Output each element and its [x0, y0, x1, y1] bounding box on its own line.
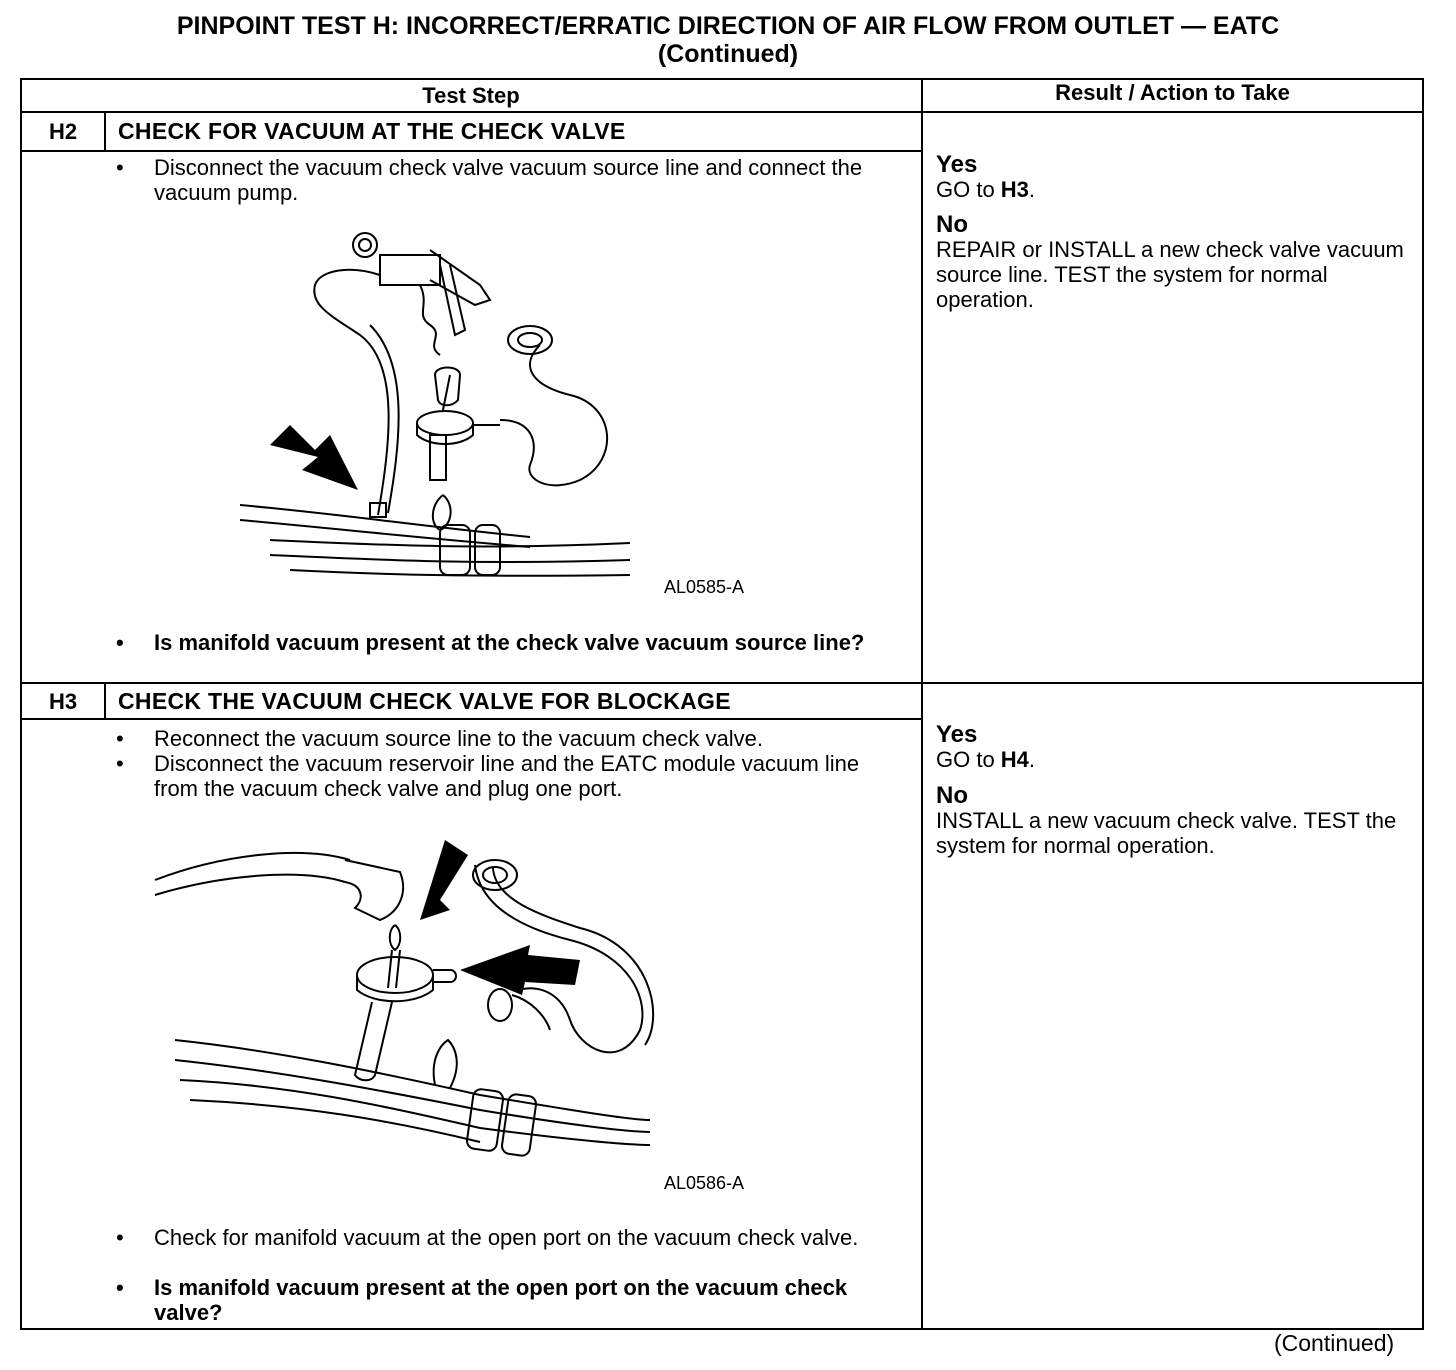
- page-title: PINPOINT TEST H: INCORRECT/ERRATIC DIREC…: [176, 12, 1280, 40]
- list-item: •Disconnect the vacuum reservoir line an…: [116, 751, 860, 801]
- page-subtitle: (Continued): [657, 40, 799, 68]
- step-divider: [20, 682, 1424, 684]
- step-id: H3: [48, 689, 78, 714]
- figure-al0586a: [154, 840, 655, 1157]
- header-result: Result / Action to Take: [1055, 80, 1290, 105]
- step-id: H2: [48, 119, 78, 144]
- column-divider: [921, 78, 923, 1330]
- figure-al0585a: [239, 232, 631, 577]
- result-no: No REPAIR or INSTALL a new check valve v…: [936, 211, 1404, 312]
- step-h3-id-divider: [104, 682, 106, 719]
- continued-note: (Continued): [1274, 1330, 1395, 1356]
- question-text: •Is manifold vacuum present at the open …: [116, 1275, 848, 1325]
- list-item: •Reconnect the vacuum source line to the…: [116, 726, 763, 751]
- test-table: [20, 78, 1424, 1330]
- step-title: CHECK THE VACUUM CHECK VALVE FOR BLOCKAG…: [118, 688, 731, 714]
- figure-label: AL0585-A: [664, 577, 745, 597]
- result-no: No INSTALL a new vacuum check valve. TES…: [936, 782, 1397, 858]
- figure-label: AL0586-A: [664, 1173, 745, 1193]
- step-title: CHECK FOR VACUUM AT THE CHECK VALVE: [118, 118, 626, 144]
- header-divider: [20, 111, 1424, 113]
- list-item: •Disconnect the vacuum check valve vacuu…: [116, 155, 863, 205]
- step-h2-id-divider: [104, 111, 106, 151]
- list-item: •Check for manifold vacuum at the open p…: [116, 1225, 859, 1250]
- header-test-step: Test Step: [422, 83, 520, 108]
- question-text: •Is manifold vacuum present at the check…: [116, 630, 865, 655]
- step-h2-title-divider: [20, 150, 922, 152]
- step-h3-title-divider: [20, 718, 922, 720]
- result-yes: Yes GO to H4.: [936, 721, 1036, 772]
- result-yes: Yes GO to H3.: [936, 151, 1036, 202]
